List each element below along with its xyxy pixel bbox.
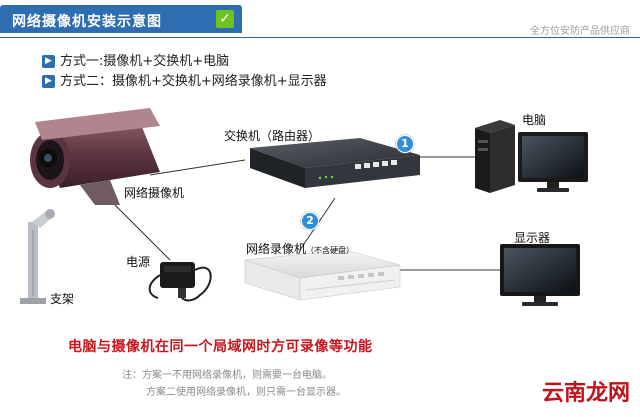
- note-line-2: 方案二使用网络录像机，则只需一台显示器。: [146, 387, 346, 398]
- header-divider: [0, 37, 640, 38]
- power-label: 电源: [126, 255, 151, 269]
- bracket-illustration: [20, 209, 55, 304]
- page-title: 网络摄像机安装示意图: [12, 14, 162, 30]
- watermark: 云南龙网: [541, 380, 630, 406]
- warning-text: 电脑与摄像机在同一个局域网时方可录像等功能: [68, 339, 373, 355]
- computer-label: 电脑: [522, 113, 547, 127]
- badge-2: 2: [301, 212, 319, 230]
- nvr-label-text: 网络录像机: [246, 242, 307, 256]
- nvr-label-note: （不含硬盘）: [306, 246, 355, 255]
- title-bar: 网络摄像机安装示意图 ✓: [0, 5, 242, 33]
- computer-tower-illustration: [475, 120, 515, 193]
- bracket-label: 支架: [50, 292, 75, 306]
- monitor-label: 显示器: [514, 231, 551, 245]
- power-adapter-illustration: [148, 262, 212, 302]
- brand-slogan: 全方位安防产品供应商: [530, 26, 630, 37]
- note-line-1: 注：方案一不用网络录像机，则需要一台电脑。: [122, 370, 332, 381]
- check-icon: ✓: [216, 10, 234, 28]
- switch-label: 交换机（路由器）: [224, 129, 321, 143]
- switch-illustration: [250, 138, 420, 188]
- method-two-text: 方式二：摄像机+交换机+网络录像机+显示器: [60, 74, 327, 89]
- badge-1: 1: [396, 135, 414, 153]
- nvr-illustration: [244, 249, 401, 301]
- display-monitor-illustration: [500, 244, 580, 306]
- nvr-label: 网络录像机（不含硬盘）: [246, 240, 354, 257]
- connection-lines: [109, 156, 500, 271]
- method-two: ▶ 方式二：摄像机+交换机+网络录像机+显示器: [42, 73, 327, 91]
- method-one: ▶ 方式一:摄像机+交换机+电脑: [42, 53, 229, 71]
- arrow-icon: ▶: [42, 55, 55, 68]
- camera-illustration: [30, 108, 160, 205]
- camera-label: 网络摄像机: [124, 186, 185, 200]
- arrow-icon: ▶: [42, 75, 55, 88]
- computer-monitor-illustration: [518, 132, 588, 192]
- method-one-text: 方式一:摄像机+交换机+电脑: [60, 54, 230, 69]
